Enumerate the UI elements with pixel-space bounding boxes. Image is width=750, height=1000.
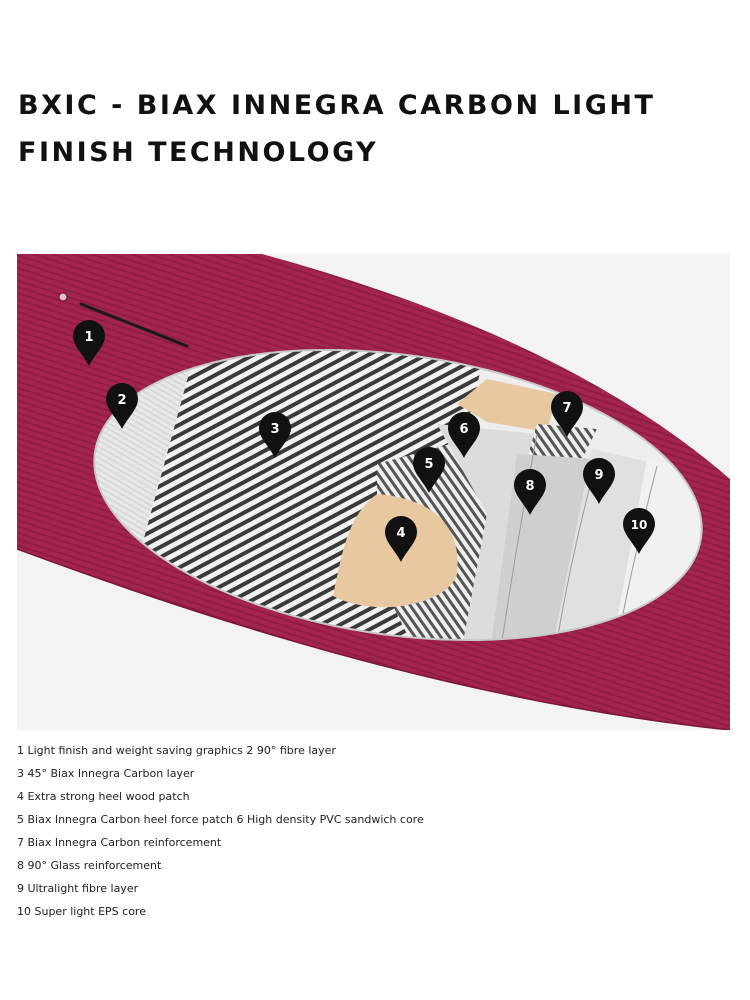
marker-5: 5	[413, 447, 445, 493]
marker-label-7: 7	[562, 401, 571, 416]
marker-label-10: 10	[631, 518, 648, 532]
legend-line: 7 Biax Innegra Carbon reinforcement	[17, 836, 222, 849]
legend-line: 10 Super light EPS core	[17, 905, 146, 918]
marker-label-8: 8	[525, 479, 534, 494]
layer-9-ultralight	[547, 449, 657, 674]
legend-line: 5 Biax Innegra Carbon heel force patch 6…	[17, 813, 424, 826]
marker-label-5: 5	[424, 457, 433, 472]
layer-legend: 1 Light finish and weight saving graphic…	[17, 741, 737, 925]
marker-9: 9	[583, 458, 615, 504]
marker-label-2: 2	[117, 393, 126, 408]
legend-line: 9 Ultralight fibre layer	[17, 882, 139, 895]
legend-line: 1 Light finish and weight saving graphic…	[17, 744, 336, 757]
marker-label-6: 6	[459, 422, 468, 437]
marker-7: 7	[551, 391, 583, 437]
marker-10: 10	[623, 508, 655, 554]
layer-6-wood-top	[457, 379, 557, 432]
legend-line: 4 Extra strong heel wood patch	[17, 790, 190, 803]
marker-8: 8	[514, 469, 546, 515]
deck-plug	[58, 292, 68, 302]
marker-label-4: 4	[396, 526, 405, 541]
marker-6: 6	[448, 412, 480, 458]
legend-line: 3 45° Biax Innegra Carbon layer	[17, 767, 195, 780]
marker-label-3: 3	[270, 422, 279, 437]
board-construction-diagram: 1 2 3 4 5 6 7 8 9 10	[17, 254, 730, 730]
marker-label-9: 9	[594, 468, 603, 483]
marker-label-1: 1	[84, 330, 93, 345]
deck-strap-line	[79, 302, 189, 348]
marker-2: 2	[106, 383, 138, 429]
legend-line: 8 90° Glass reinforcement	[17, 859, 162, 872]
marker-1: 1	[73, 320, 105, 366]
marker-4: 4	[385, 516, 417, 562]
page-title: BXIC - BIAX INNEGRA CARBON LIGHT FINISH …	[18, 90, 656, 168]
layer-8-glass	[487, 454, 597, 674]
marker-3: 3	[259, 412, 291, 458]
